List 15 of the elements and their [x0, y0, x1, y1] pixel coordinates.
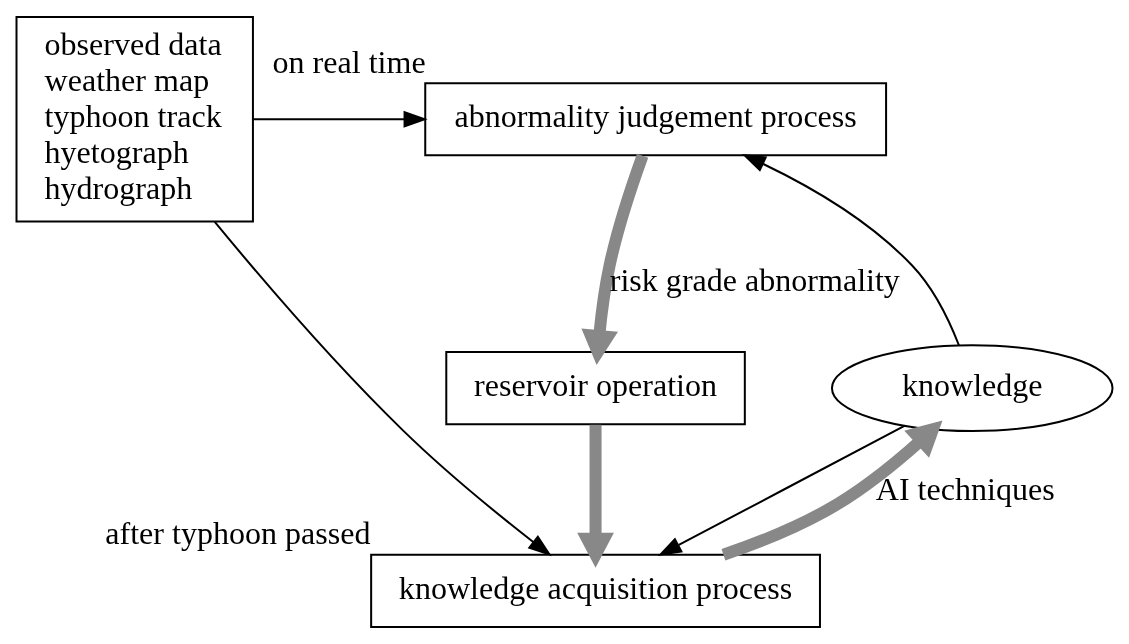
node-box: observed data weather map typhoon track hyetograph hydrograph	[15, 16, 254, 223]
arrow	[213, 220, 552, 557]
node-label: after typhoon passed	[105, 515, 371, 552]
node-box: reservoir operation	[445, 351, 746, 426]
arrow	[577, 424, 614, 568]
arrow	[657, 424, 906, 557]
arrow	[252, 110, 428, 128]
arrow	[741, 154, 960, 347]
edge-label: AI techniques	[875, 471, 1055, 508]
node-ellipse: knowledge	[830, 344, 1114, 433]
edge-label: risk grade abnormality	[609, 262, 900, 299]
arrow	[581, 153, 649, 365]
node-box: abnormality judgement process	[424, 82, 888, 157]
node-label: on real time	[272, 43, 426, 80]
node-box: knowledge acquisition process	[370, 553, 821, 628]
